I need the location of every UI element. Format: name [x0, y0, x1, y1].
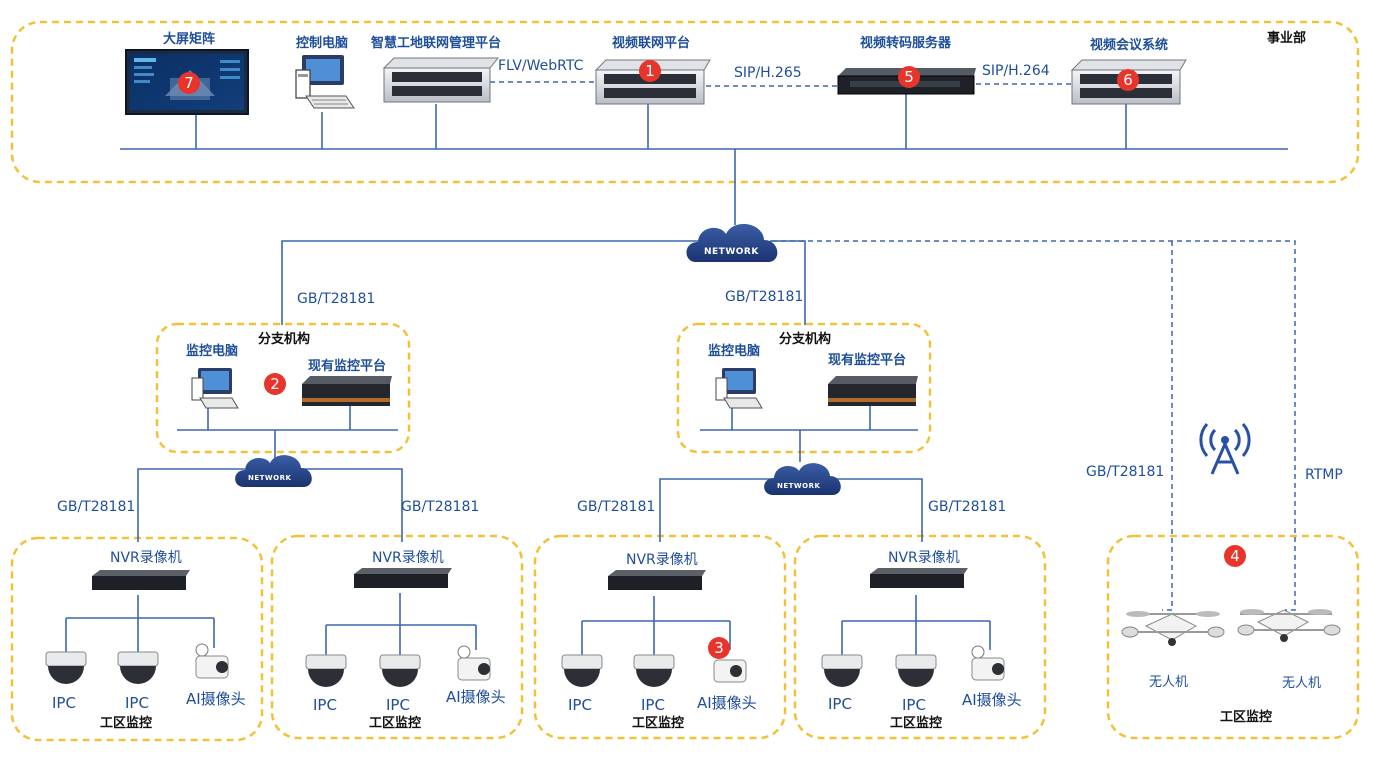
site-label-1: 工区监控 [100, 716, 153, 731]
site-group-box-1 [10, 536, 264, 742]
nvr-label-1: NVR录像机 [110, 550, 182, 566]
big-screen-label: 大屏矩阵 [163, 32, 216, 47]
video-platform-label: 视频联网平台 [612, 36, 691, 51]
ai-camera-icon [713, 659, 747, 683]
existing-platform-label-right: 现有监控平台 [828, 353, 907, 368]
branch-label-left: 分支机构 [258, 332, 311, 347]
monitor-pc-icon-left [191, 368, 239, 409]
protocol-rtmp: RTMP [1305, 467, 1343, 483]
nvr-icon-2 [354, 568, 452, 588]
protocol-gb-site-1: GB/T28181 [57, 499, 136, 515]
monitor-pc-label-right: 监控电脑 [708, 344, 761, 359]
control-pc-label: 控制电脑 [296, 36, 349, 51]
network-label-right: NETWORK [777, 482, 821, 490]
protocol-flv-label: FLV/WebRTC [498, 58, 584, 74]
branch-group-box-left [155, 322, 411, 454]
iot-platform-label: 智慧工地联网管理平台 [371, 36, 502, 51]
monitor-pc-icon-right [715, 368, 763, 409]
transcoder-label: 视频转码服务器 [860, 36, 952, 51]
branch-label-right: 分支机构 [779, 332, 832, 347]
badge-7: 7 [178, 72, 200, 94]
ai-camera-label: AI摄像头 [446, 688, 506, 706]
existing-platform-label-left: 现有监控平台 [308, 359, 387, 374]
drone-label-1: 无人机 [1149, 675, 1189, 690]
badge-3: 3 [708, 637, 730, 659]
ai-camera-label: AI摄像头 [186, 690, 246, 708]
hq-label: 事业部 [1267, 31, 1307, 46]
network-cloud-icon-central [686, 223, 778, 262]
site-group-box-4 [793, 534, 1047, 740]
network-label-central: NETWORK [704, 247, 759, 257]
iot-platform-server-icon [382, 57, 500, 103]
branch-group-box-right [676, 322, 932, 454]
protocol-gb-site-4: GB/T28181 [928, 499, 1007, 515]
ipc-label: IPC [313, 696, 337, 714]
nvr-icon-3 [608, 570, 706, 590]
nvr-label-4: NVR录像机 [888, 550, 960, 566]
monitor-pc-label-left: 监控电脑 [186, 344, 239, 359]
nvr-icon-4 [870, 568, 968, 588]
conference-label: 视频会议系统 [1090, 38, 1169, 53]
ipc-camera-icon [821, 654, 863, 687]
network-label-left: NETWORK [248, 474, 292, 482]
ipc-camera-icon [45, 651, 87, 684]
hq-group-box [10, 20, 1360, 184]
existing-platform-icon-right [828, 376, 918, 406]
badge-6: 6 [1117, 69, 1139, 91]
drone-label-2: 无人机 [1282, 676, 1322, 691]
protocol-gb-drone: GB/T28181 [1086, 464, 1165, 480]
badge-4: 4 [1224, 545, 1246, 567]
network-cloud-icon-right [764, 463, 841, 495]
site-label-4: 工区监控 [890, 716, 943, 731]
drone-icon-2 [1237, 609, 1341, 642]
ipc-camera-icon [117, 651, 159, 684]
ai-camera-icon [971, 645, 1005, 681]
ipc-label: IPC [52, 694, 76, 712]
site-label-2: 工区监控 [369, 716, 422, 731]
protocol-sip265-label: SIP/H.265 [734, 65, 802, 81]
badge-2: 2 [264, 373, 286, 395]
ipc-label: IPC [386, 696, 410, 714]
nvr-icon-1 [92, 570, 190, 590]
radio-tower-icon [1199, 423, 1251, 475]
control-pc-icon [295, 55, 355, 109]
site-label-3: 工区监控 [632, 716, 685, 731]
drone-group-box [1106, 534, 1360, 740]
ai-camera-label: AI摄像头 [697, 694, 757, 712]
ipc-label: IPC [902, 696, 926, 714]
ipc-label: IPC [125, 694, 149, 712]
nvr-label-3: NVR录像机 [626, 552, 698, 568]
badge-1: 1 [639, 60, 661, 82]
ai-camera-icon [195, 643, 229, 679]
ai-camera-icon [457, 645, 491, 681]
ipc-camera-icon [305, 654, 347, 687]
drone-icon-1 [1121, 611, 1225, 646]
existing-platform-icon-left [302, 376, 392, 406]
badge-5: 5 [898, 66, 920, 88]
protocol-gb-site-3: GB/T28181 [577, 499, 656, 515]
site-group-box-2 [270, 534, 524, 740]
ipc-label: IPC [641, 696, 665, 714]
ipc-camera-icon [379, 654, 421, 687]
protocol-gb-site-2: GB/T28181 [401, 499, 480, 515]
protocol-gb-branch-right: GB/T28181 [725, 289, 804, 305]
nvr-label-2: NVR录像机 [372, 550, 444, 566]
ai-camera-label: AI摄像头 [962, 691, 1022, 709]
protocol-gb-branch-left: GB/T28181 [297, 291, 376, 307]
ipc-camera-icon [895, 654, 937, 687]
network-cloud-icon-left [235, 455, 312, 487]
ipc-camera-icon [633, 654, 675, 687]
ipc-label: IPC [828, 695, 852, 713]
ipc-label: IPC [568, 696, 592, 714]
site-label-drone: 工区监控 [1220, 710, 1273, 725]
protocol-sip264-label: SIP/H.264 [982, 63, 1050, 79]
ipc-camera-icon [561, 654, 603, 687]
